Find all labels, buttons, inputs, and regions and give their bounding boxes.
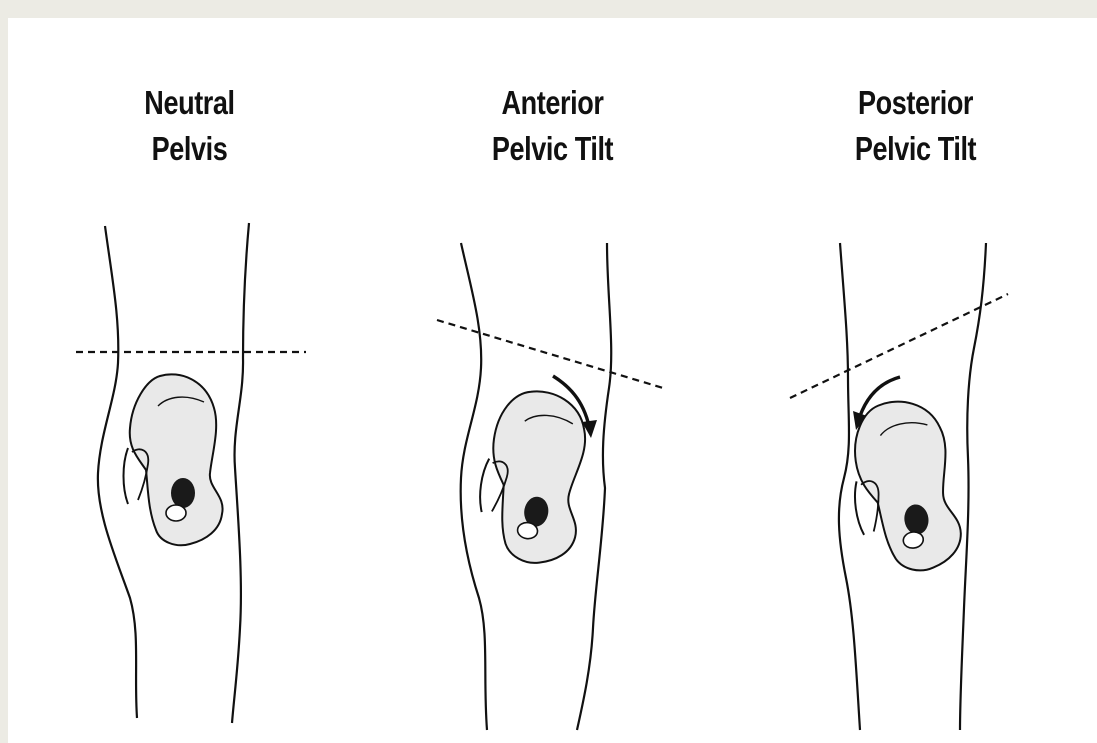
panel-neutral-pelvis: Neutral Pelvis bbox=[8, 18, 371, 743]
panel-posterior-pelvic-tilt: Posterior Pelvic Tilt bbox=[734, 18, 1097, 743]
body-outline-front bbox=[839, 243, 860, 730]
pelvis-tilt-line bbox=[437, 320, 663, 388]
anterior-tilt-figure bbox=[371, 18, 734, 743]
body-outline-front bbox=[461, 243, 487, 730]
diagram-canvas: Neutral Pelvis Anterior Pelvic Tilt bbox=[8, 18, 1097, 743]
body-outline-back bbox=[577, 243, 611, 730]
pelvis-bone bbox=[124, 374, 223, 545]
posterior-tilt-figure bbox=[734, 18, 1097, 743]
pelvis-bone bbox=[471, 385, 594, 568]
body-outline-back bbox=[232, 223, 249, 723]
body-outline-front bbox=[98, 226, 137, 718]
neutral-pelvis-figure bbox=[8, 18, 371, 743]
panel-anterior-pelvic-tilt: Anterior Pelvic Tilt bbox=[371, 18, 734, 743]
